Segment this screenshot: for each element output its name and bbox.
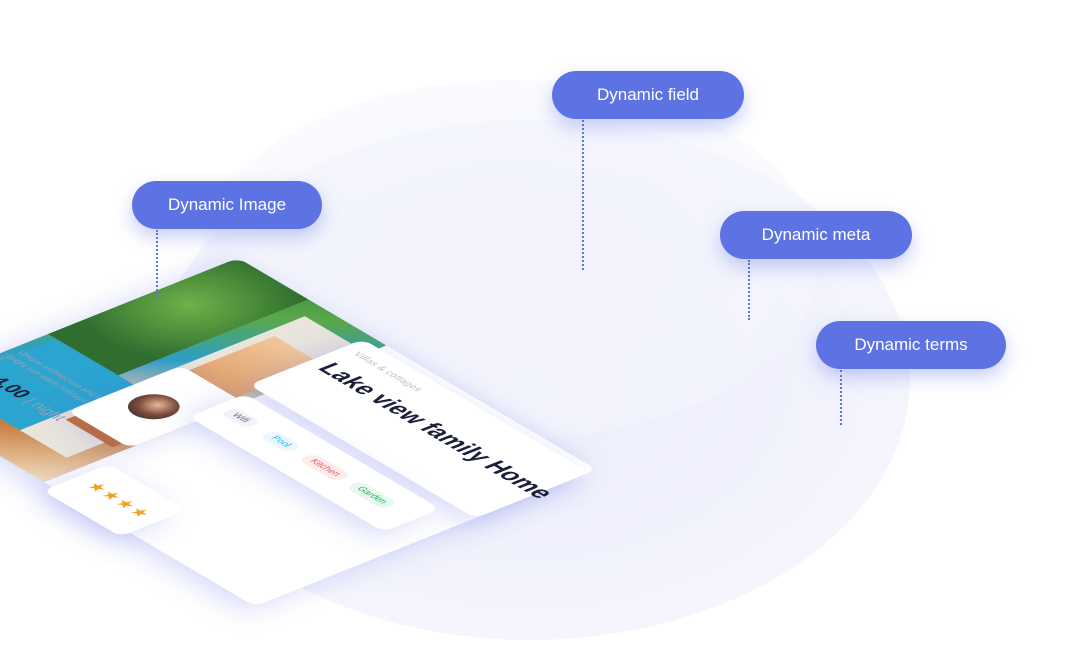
listing-card-stack: Unique architecture and luxury under bri… bbox=[0, 258, 597, 607]
term-badge[interactable]: Pool bbox=[258, 430, 303, 454]
dynamic-image-callout: Dynamic Image bbox=[132, 181, 322, 229]
term-badge[interactable]: Wifi bbox=[219, 407, 262, 429]
dynamic-meta-callout: Dynamic meta bbox=[720, 211, 912, 259]
field-connector-line bbox=[582, 120, 584, 270]
meta-connector-line bbox=[748, 260, 750, 320]
dynamic-field-callout: Dynamic field bbox=[552, 71, 744, 119]
term-badge[interactable]: Garden bbox=[344, 480, 400, 510]
rating-stars: ★★★★ bbox=[81, 479, 158, 521]
term-badge[interactable]: Kitchen bbox=[297, 453, 353, 483]
author-avatar bbox=[117, 389, 191, 425]
image-connector-line bbox=[156, 230, 158, 298]
terms-connector-line bbox=[840, 370, 842, 425]
dynamic-terms-callout: Dynamic terms bbox=[816, 321, 1006, 369]
